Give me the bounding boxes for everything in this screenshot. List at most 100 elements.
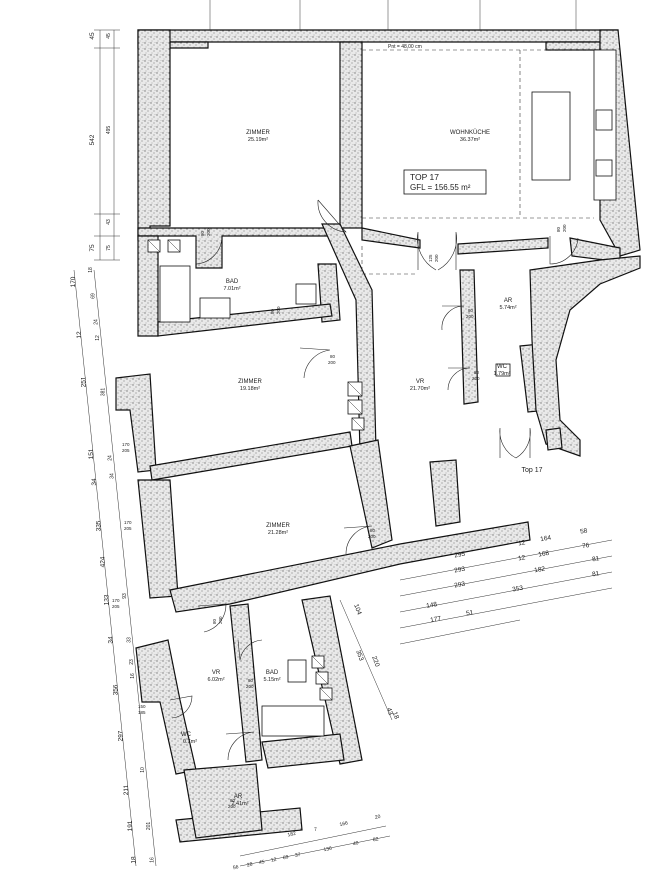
dimension-label: 293 bbox=[454, 581, 466, 590]
wall-diagonal-stair bbox=[321, 223, 377, 453]
wall-pilaster-1 bbox=[169, 41, 209, 49]
wall-zimmer3-bottom bbox=[169, 521, 531, 613]
dimension-label: 166 bbox=[339, 820, 349, 828]
dimension-label: 75 bbox=[89, 244, 96, 252]
wall-zimmer3-right bbox=[349, 439, 393, 549]
top-title: TOP 17 bbox=[410, 172, 439, 182]
fixtures bbox=[147, 49, 617, 761]
dimension-label: 104 bbox=[352, 603, 362, 616]
top-gfl: GFL = 156.55 m² bbox=[410, 183, 471, 192]
dimension-label: 12 bbox=[518, 539, 527, 547]
door-tag-7-w: 80 bbox=[370, 528, 376, 533]
dimension-label: 18 bbox=[130, 856, 137, 864]
door-tag-6-h: 200 bbox=[472, 376, 480, 381]
room-vr2-name: VR bbox=[212, 670, 221, 676]
door-swing-5 bbox=[299, 347, 331, 379]
door-tag-8-w: 80 bbox=[212, 618, 217, 624]
sink-1 bbox=[199, 297, 231, 319]
door-tag-10-h: 200 bbox=[228, 804, 236, 809]
dimension-label: 20 bbox=[374, 814, 381, 821]
dimension-label: 211 bbox=[123, 784, 130, 795]
dimension-label: 12 bbox=[76, 331, 83, 339]
wall-lower-ar bbox=[183, 763, 263, 839]
door-swing-6 bbox=[441, 305, 465, 331]
door-tag-1-h: 200 bbox=[206, 228, 211, 236]
wall-zimmer3-left bbox=[137, 479, 179, 599]
wall-pilaster-3 bbox=[545, 41, 601, 51]
dimension-label: 43 bbox=[385, 707, 394, 717]
door-tag-9-w: 80 bbox=[248, 678, 254, 683]
door-tag-11-w: 125 bbox=[428, 254, 433, 262]
dimension-label: 10 bbox=[140, 767, 146, 773]
room-vr1-name: VR bbox=[416, 379, 425, 385]
door-tag-4-h: 200 bbox=[328, 360, 336, 365]
window-tag-1-w: 170 bbox=[122, 442, 130, 447]
dimension-label: 293 bbox=[454, 566, 466, 575]
door-tag-7-h: 200 bbox=[368, 534, 376, 539]
bathtub-1 bbox=[159, 265, 191, 323]
door-swing-10 bbox=[197, 603, 227, 633]
wc-fixture-1 bbox=[495, 363, 511, 377]
door-tag-2-w: 80 bbox=[556, 226, 561, 232]
dimension-label: 45 bbox=[258, 859, 265, 866]
dimension-labels-left-outer: 4554275170122511513433542413334356297211… bbox=[70, 32, 137, 864]
room-bad2-area: 5.15m² bbox=[263, 677, 280, 683]
dimension-label: 170 bbox=[70, 276, 77, 287]
wall-kitchen-bottom bbox=[361, 227, 421, 249]
dimension-label: 148 bbox=[426, 601, 438, 610]
dimension-label: 37 bbox=[294, 852, 301, 859]
dimension-label: 40 bbox=[352, 840, 359, 847]
door-tag-6-w: 80 bbox=[474, 370, 480, 375]
room-labels: ZIMMER 25.19m² WOHNKÜCHE 36.37m² BAD 7.0… bbox=[181, 129, 517, 807]
window-tag-2-h: 205 bbox=[124, 526, 132, 531]
dimension-label: 12 bbox=[95, 335, 101, 341]
door-tag-10-w: 80 bbox=[230, 798, 236, 803]
door-tag-2-h: 200 bbox=[562, 224, 567, 232]
dimension-label: 295 bbox=[454, 551, 466, 560]
door-tag-5-w: 80 bbox=[468, 308, 474, 313]
wall-lower-mid bbox=[229, 603, 263, 763]
wall-mid-horizontal bbox=[137, 227, 331, 269]
dimension-label: 24 bbox=[108, 455, 114, 461]
door-tag-3-w: 80 bbox=[270, 308, 275, 314]
dimension-label: 51 bbox=[466, 609, 475, 617]
room-vr1-area: 21.70m² bbox=[410, 386, 430, 392]
dimension-label: 177 bbox=[430, 615, 442, 624]
door-swing-11 bbox=[225, 731, 255, 761]
wall-note: Pnt = 48,00 cm bbox=[388, 44, 422, 50]
dimension-label: 18 bbox=[88, 267, 94, 273]
dimension-label: 33 bbox=[126, 637, 132, 643]
dimension-label: 353 bbox=[512, 585, 524, 594]
door-tag-9-h: 200 bbox=[246, 684, 254, 689]
room-ar1-name: AR bbox=[504, 298, 513, 304]
wall-curved-right bbox=[529, 255, 641, 457]
door-swing-13 bbox=[237, 639, 263, 661]
dimension-label: 81 bbox=[592, 555, 601, 563]
dimension-label: 191 bbox=[127, 820, 134, 831]
kitchen-sink bbox=[595, 159, 613, 177]
wall-kitchen-bottom-2 bbox=[457, 237, 549, 255]
room-wohnkueche-name: WOHNKÜCHE bbox=[450, 129, 490, 136]
entry-label: Top 17 bbox=[521, 467, 542, 474]
window-tag-4-w: 150 bbox=[138, 704, 146, 709]
dimension-label: 251 bbox=[81, 376, 88, 387]
dimension-label: 12 bbox=[518, 554, 527, 562]
dimension-label: 151 bbox=[88, 448, 95, 459]
dimension-label: 34 bbox=[107, 636, 114, 644]
door-swing-1 bbox=[195, 236, 223, 265]
wall-entrance-right bbox=[545, 427, 563, 451]
dimension-label: 297 bbox=[117, 730, 124, 741]
dimension-label: 34 bbox=[109, 473, 115, 479]
kitchen-island bbox=[531, 91, 571, 181]
window-tag-3-w: 170 bbox=[112, 598, 120, 603]
dimension-label: 353 bbox=[354, 649, 364, 662]
room-wc1-area: 1.79m² bbox=[493, 371, 510, 377]
dimension-label: 335 bbox=[96, 520, 103, 531]
dimension-label: 58 bbox=[580, 527, 589, 535]
wall-zimmer2-bottom bbox=[149, 431, 353, 481]
